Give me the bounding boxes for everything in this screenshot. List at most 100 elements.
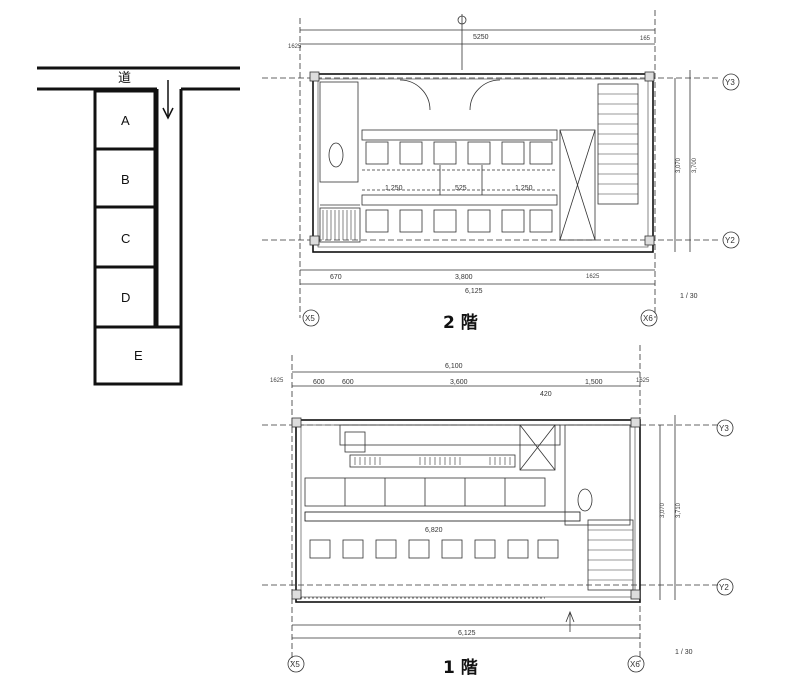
f1-fridge <box>519 424 556 471</box>
f2-dim-side-total: 3,700 <box>692 157 698 173</box>
f2-seat <box>529 141 553 165</box>
f1-axis-label-top: Y3 <box>719 424 729 433</box>
f2-counter-upper <box>361 129 558 141</box>
f1-axis-bubble-right <box>627 655 645 673</box>
f2-storage <box>319 207 361 243</box>
f1-fridge-cross <box>519 424 556 471</box>
f2-dim-side-a: 3,070 <box>676 157 682 173</box>
f1-dim-inner: 6,820 <box>425 527 443 534</box>
f1-column <box>630 589 641 600</box>
f2-dim-mid-c: 1,250 <box>515 185 533 192</box>
f1-dim-side-total: 3,710 <box>676 502 682 518</box>
lot-c-label: C <box>121 231 130 246</box>
f2-north-marker <box>457 15 467 25</box>
f1-dim-seg-c: 3,600 <box>450 379 468 386</box>
f2-axis-bubble-left <box>302 309 320 327</box>
f1-dim-seg-b: 600 <box>342 379 354 386</box>
f2-seat <box>529 209 553 233</box>
f1-rear-rooms <box>564 424 631 526</box>
entry-arrow-head <box>162 107 174 120</box>
f1-dim-note: 420 <box>540 391 552 398</box>
f2-axis-label-left: X5 <box>305 314 315 323</box>
f2-dim-bottom-a: 670 <box>330 274 342 281</box>
f2-seat <box>433 209 457 233</box>
f2-title: 2 階 <box>443 313 478 333</box>
f2-axis-bubble-bottom <box>722 231 740 249</box>
f2-dim-left-offset: 1625 <box>288 44 302 50</box>
f1-dim-right-offset: 1625 <box>636 378 650 384</box>
f2-axis-label-right: X6 <box>643 314 653 323</box>
f2-column <box>644 71 655 82</box>
f1-stool <box>309 539 331 559</box>
f1-title: 1 階 <box>443 658 478 678</box>
f2-void <box>559 129 596 241</box>
f2-storage-hatch <box>322 210 356 240</box>
f1-sink <box>344 431 366 453</box>
f2-axis-label-top: Y3 <box>725 78 735 87</box>
f2-seat <box>399 141 423 165</box>
f2-dim-bottom-c: 1625 <box>586 274 600 280</box>
f1-stool <box>408 539 430 559</box>
f2-stair-treads <box>598 93 638 195</box>
f1-stair-treads <box>588 529 633 581</box>
f2-toilet-bowl <box>328 142 344 168</box>
f1-column <box>291 589 302 600</box>
f1-dim-total-bottom: 6,125 <box>458 630 476 637</box>
site-map <box>37 66 240 386</box>
f1-axis-label-left: X5 <box>290 660 300 669</box>
f2-dim-total-bottom: 6,125 <box>465 288 483 295</box>
f2-toilet-room <box>319 81 359 183</box>
f1-axis-label-bottom: Y2 <box>719 583 729 592</box>
f1-kitchen-shelf <box>339 424 561 446</box>
f1-dim-left-offset: 1625 <box>270 378 284 384</box>
f2-dim-mid-b: 525 <box>455 185 467 192</box>
f1-dim-seg-d: 1,500 <box>585 379 603 386</box>
f2-scale: 1 / 30 <box>680 293 698 300</box>
f1-counter <box>304 511 581 522</box>
f2-dim-bottom-b: 3,800 <box>455 274 473 281</box>
f2-seat <box>467 141 491 165</box>
f2-dim-right-offset: 165 <box>640 36 651 42</box>
f2-column <box>309 235 320 246</box>
f1-stool <box>537 539 559 559</box>
f1-dim-total-top: 6,100 <box>445 363 463 370</box>
f1-stool <box>375 539 397 559</box>
lot-b-label: B <box>121 172 130 187</box>
f2-seat <box>433 141 457 165</box>
f2-seat <box>365 209 389 233</box>
f1-axis-bubble-left <box>287 655 305 673</box>
f2-seat <box>467 209 491 233</box>
f1-column <box>630 417 641 428</box>
f2-axis-bubble-right <box>640 309 658 327</box>
f2-seat <box>399 209 423 233</box>
f1-dim-side-a: 3,070 <box>660 502 666 518</box>
f1-stairs <box>587 519 634 591</box>
f2-axis-bubble-top <box>722 73 740 91</box>
f1-stool <box>441 539 463 559</box>
f1-outer-wall <box>295 419 641 603</box>
f2-seat <box>365 141 389 165</box>
f1-toilet-bowl <box>577 488 593 512</box>
f1-stool <box>474 539 496 559</box>
f1-axis-label-right: X6 <box>630 660 640 669</box>
f2-column <box>644 235 655 246</box>
f1-range <box>349 454 516 468</box>
f2-counter-lower <box>361 194 558 206</box>
f2-dim-mid-a: 1,250 <box>385 185 403 192</box>
f2-column <box>309 71 320 82</box>
floor1-plan <box>262 345 734 673</box>
f2-seat <box>501 141 525 165</box>
f2-void-cross <box>559 129 596 241</box>
f1-axis-bubble-bottom <box>716 578 734 596</box>
f1-column <box>291 417 302 428</box>
f2-dim-total-top: 5250 <box>473 34 489 41</box>
lot-e-label: E <box>134 348 143 363</box>
lot-d-label: D <box>121 290 130 305</box>
f2-axis-label-bottom: Y2 <box>725 236 735 245</box>
f1-axis-bubble-top <box>716 419 734 437</box>
lot-a-label: A <box>121 113 130 128</box>
f1-dim-seg-a: 600 <box>313 379 325 386</box>
floor2-plan <box>262 10 740 327</box>
f1-stool <box>507 539 529 559</box>
